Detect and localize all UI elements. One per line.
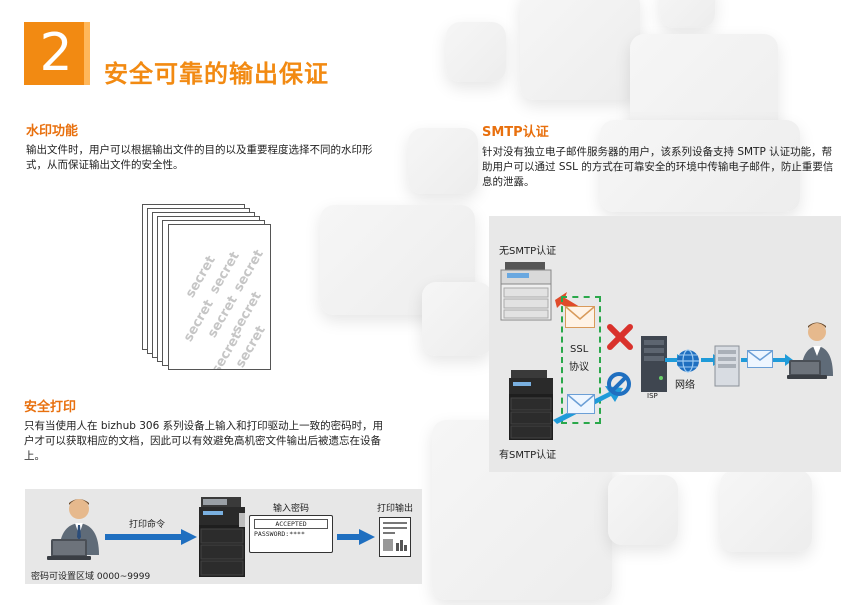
recipient-user-icon [787,322,833,379]
input-password-label: 输入密码 [273,504,310,514]
encrypted-circle-icon [607,372,631,396]
print-command-arrow-icon [105,529,197,545]
screen-accepted-text: ACCEPTED [254,519,328,529]
print-command-label: 打印命令 [129,520,166,530]
with-smtp-label: 有SMTP认证 [499,450,557,461]
secure-print-diagram: 打印命令 输入密码 ACCEPTED PASSWORD:**** 打印输出 密码… [25,489,422,584]
print-output-label: 打印输出 [377,504,414,514]
ssl-label: SSL [570,344,589,355]
isp-server-icon [641,336,667,392]
smtp-section-title: SMTP认证 [482,125,549,140]
ssl-protocol-label: 协议 [569,362,589,373]
password-range-label: 密码可设置区域 0000~9999 [31,572,151,582]
watermark-section-title: 水印功能 [26,124,79,139]
printed-document-icon [379,517,411,557]
smtp-diagram: 无SMTP认证 SSL 协议 有SMTP认证 [489,216,841,472]
network-label: 网络 [675,380,695,391]
ssl-protocol-box [561,296,601,424]
print-output-arrow-icon [337,529,375,545]
secure-print-section-title: 安全打印 [24,400,77,415]
section-number-accent [84,22,90,85]
copier-white-icon [500,262,552,321]
no-smtp-label: 无SMTP认证 [499,246,557,257]
network-globe-icon [677,349,699,373]
secure-print-section-body: 只有当使用人在 bizhub 306 系列设备上输入和打印驱动上一致的密码时，用… [24,420,384,462]
user-at-laptop-icon [47,499,99,560]
watermark-section-body: 输出文件时，用户可以根据输出文件的目的以及重要程度选择不同的水印形式，从而保证输… [26,144,373,171]
screen-password-text: PASSWORD:**** [254,530,305,538]
page-title: 安全可靠的输出保证 [104,60,329,88]
password-screen: ACCEPTED PASSWORD:**** [249,515,333,553]
watermark-document-stack: secret secret secret secret secret secre… [142,204,277,376]
mail-envelope-icon [565,306,595,328]
section-number-badge: 2 [24,22,88,85]
blocked-x-icon [607,324,633,350]
printer-icon [199,497,245,577]
arrow-right-icon [773,354,793,366]
mail-envelope-icon [747,350,773,368]
watermarked-document: secret secret secret secret secret secre… [168,224,271,370]
smtp-section-body: 针对没有独立电子邮件服务器的用户，该系列设备支持 SMTP 认证功能，帮助用户可… [482,146,834,188]
mail-server-icon [714,345,740,387]
mail-envelope-icon [567,394,595,414]
copier-black-icon [509,370,553,440]
isp-label: ISP [647,392,658,400]
